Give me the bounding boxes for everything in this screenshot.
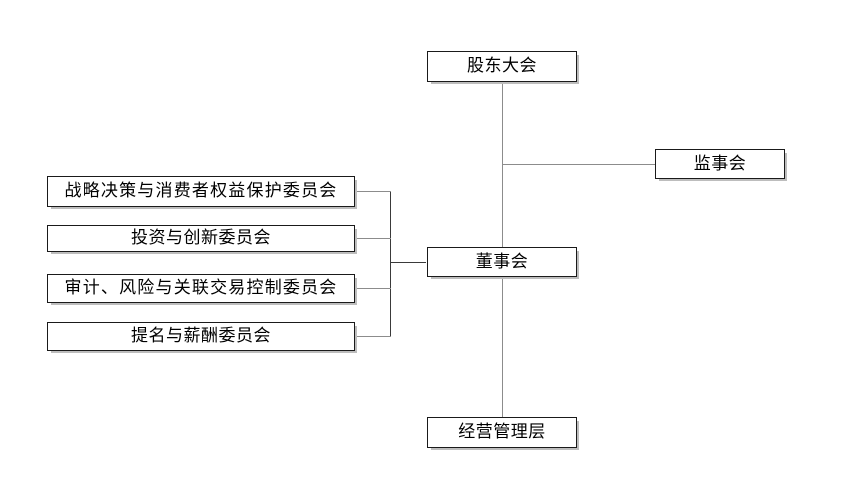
node-shareholders-meeting-label: 股东大会 [467,56,537,77]
node-committee-strategy-label: 战略决策与消费者权益保护委员会 [64,181,338,202]
connector-committee-spine [390,191,391,337]
node-committee-nomination[interactable]: 提名与薪酬委员会 [47,322,355,351]
node-management[interactable]: 经营管理层 [427,417,577,448]
node-committee-audit-label: 审计、风险与关联交易控制委员会 [64,278,338,299]
connector-committee-investment [355,238,391,239]
connector-committee-nomination [355,336,391,337]
node-committee-audit[interactable]: 审计、风险与关联交易控制委员会 [47,274,355,303]
node-supervisory-board-label: 监事会 [693,153,747,174]
node-shareholders-meeting[interactable]: 股东大会 [427,51,577,82]
connector-committee-strategy [355,191,391,192]
node-committee-investment-label: 投资与创新委员会 [131,228,271,249]
connector-committees-to-board [390,262,426,263]
node-management-label: 经营管理层 [458,422,546,443]
connector-trunk-to-supervisory [502,164,656,165]
node-committee-investment[interactable]: 投资与创新委员会 [47,225,355,252]
node-board-of-directors-label: 董事会 [475,251,529,272]
connector-committee-audit [355,288,391,289]
node-committee-nomination-label: 提名与薪酬委员会 [131,326,271,347]
connector-shareholders-to-board [502,81,503,257]
node-board-of-directors[interactable]: 董事会 [427,247,577,277]
node-committee-strategy[interactable]: 战略决策与消费者权益保护委员会 [47,176,355,207]
node-supervisory-board[interactable]: 监事会 [655,149,785,179]
connector-board-to-management [502,277,503,417]
